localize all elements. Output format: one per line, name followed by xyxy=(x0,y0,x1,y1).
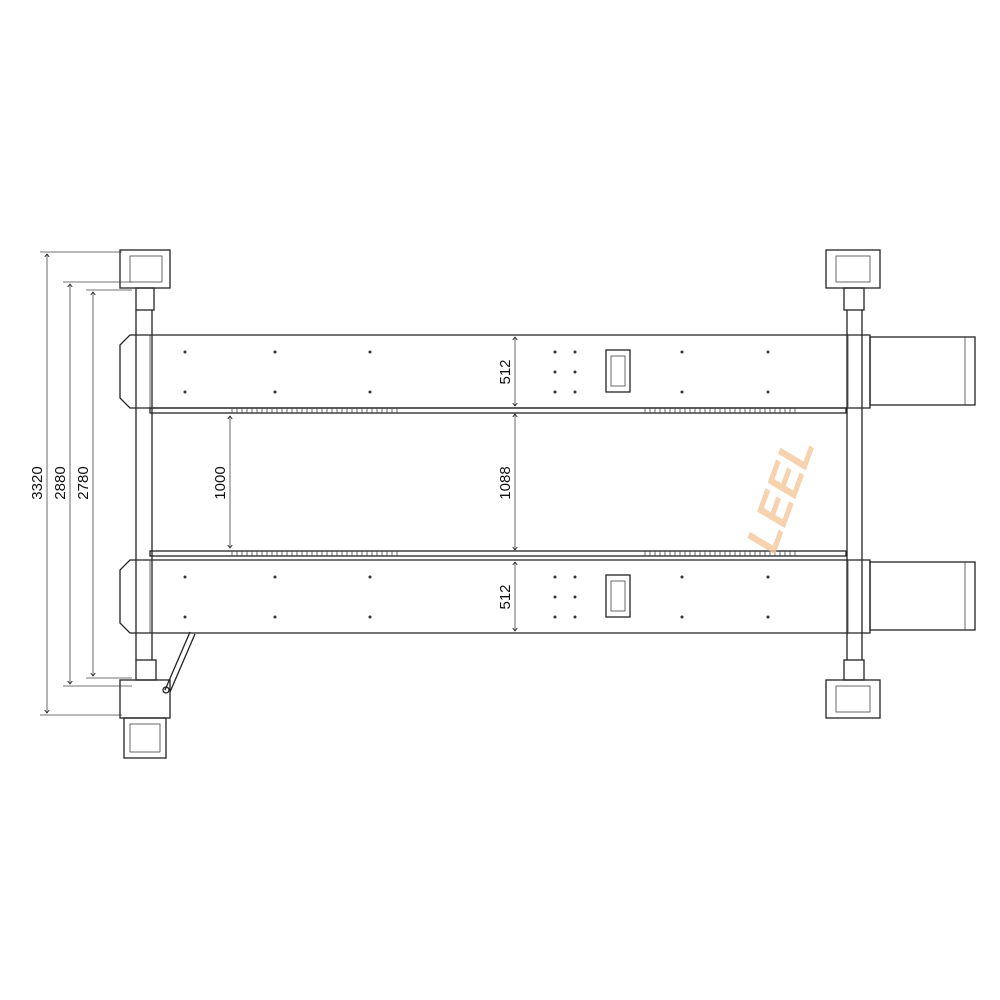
post-top-right xyxy=(825,249,881,660)
bolt-hole xyxy=(183,615,187,619)
post-bottom-left-with-power-unit xyxy=(119,631,196,759)
bolt-hole xyxy=(680,575,684,579)
bolt-hole xyxy=(183,575,187,579)
bolt-hole xyxy=(273,350,277,354)
bolt-holes xyxy=(183,350,770,619)
safety-ladder-top xyxy=(149,407,847,414)
bolt-hole xyxy=(368,575,372,579)
dim-512-bottom: 512 xyxy=(497,584,514,609)
dimension-lines xyxy=(40,251,515,716)
runway-bottom xyxy=(119,559,976,634)
dim-3320: 3320 xyxy=(29,466,46,499)
dim-1088: 1088 xyxy=(497,466,514,499)
bolt-hole xyxy=(766,390,770,394)
bolt-hole xyxy=(368,390,372,394)
bolt-hole xyxy=(573,350,577,354)
post-bottom-right xyxy=(825,659,881,719)
bolt-hole xyxy=(680,615,684,619)
ladder-ticks xyxy=(231,408,796,556)
dim-1000: 1000 xyxy=(212,466,229,499)
bolt-hole xyxy=(573,575,577,579)
bolt-hole xyxy=(573,370,577,374)
dim-512-top: 512 xyxy=(497,359,514,384)
post-top-left xyxy=(119,249,171,660)
bolt-hole xyxy=(573,615,577,619)
bolt-hole xyxy=(680,350,684,354)
bolt-hole xyxy=(766,615,770,619)
bolt-hole xyxy=(183,390,187,394)
watermark-logo: LEEL xyxy=(735,430,824,558)
bolt-hole xyxy=(766,350,770,354)
bolt-hole xyxy=(273,575,277,579)
bolt-hole xyxy=(273,390,277,394)
bolt-hole xyxy=(368,615,372,619)
bolt-hole xyxy=(680,390,684,394)
bolt-hole xyxy=(553,615,557,619)
bolt-hole xyxy=(553,595,557,599)
bolt-hole xyxy=(553,390,557,394)
bolt-hole xyxy=(183,350,187,354)
safety-ladder-bottom xyxy=(149,550,847,557)
bolt-hole xyxy=(573,595,577,599)
runway-top xyxy=(119,334,976,409)
bolt-hole xyxy=(553,350,557,354)
bolt-hole xyxy=(573,390,577,394)
bolt-hole xyxy=(273,615,277,619)
bolt-hole xyxy=(553,575,557,579)
dim-2780: 2780 xyxy=(75,466,92,499)
dim-2880: 2880 xyxy=(52,466,69,499)
bolt-hole xyxy=(553,370,557,374)
bolt-hole xyxy=(368,350,372,354)
bolt-hole xyxy=(766,575,770,579)
